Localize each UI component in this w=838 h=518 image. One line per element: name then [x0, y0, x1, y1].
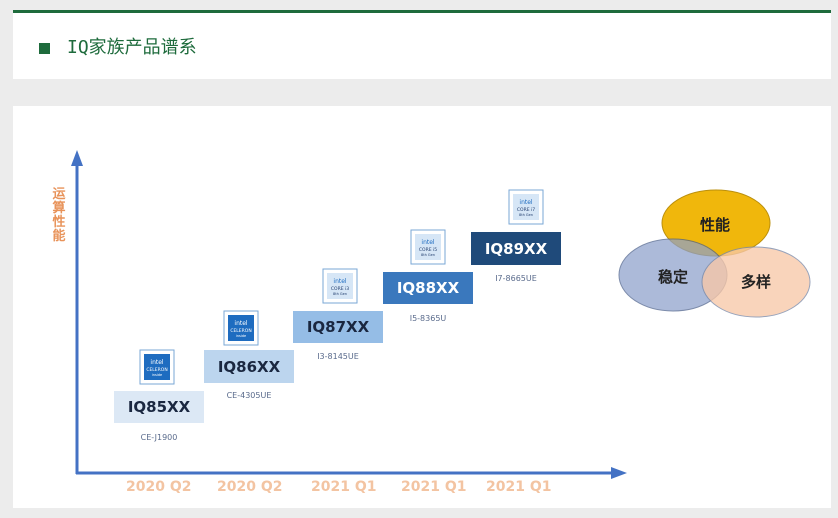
chip-text-1: intel [519, 199, 533, 206]
period-label: 2020 Q2 [217, 479, 283, 495]
chip-text-2: CELERON [146, 367, 167, 373]
product-name: IQ85XX [127, 398, 191, 416]
venn-label-left: 稳定 [658, 268, 689, 286]
product-box: IQ85XX [114, 391, 204, 423]
cpu-label: I3-8145UE [317, 352, 359, 361]
chip-text-2: CORE i5 [419, 247, 437, 253]
product-name: IQ89XX [484, 239, 548, 258]
period-label: 2020 Q2 [126, 479, 192, 495]
cpu-label: I5-8365U [409, 314, 447, 323]
product-name: IQ88XX [396, 279, 460, 297]
chip-text-2: CORE i3 [331, 286, 349, 292]
chip-text-2: CORE i7 [517, 207, 535, 213]
chip-text-1: intel [234, 320, 248, 327]
chip-text-3: inside [236, 334, 246, 338]
product-box: IQ88XX [383, 272, 473, 304]
cpu-label: I7-8665UE [495, 274, 537, 283]
cpu-label: CE-J1900 [140, 433, 178, 442]
chip-text-1: intel [333, 278, 347, 285]
cpu-label: CE-4305UE [226, 391, 272, 400]
product-box: IQ89XX [471, 232, 561, 265]
chip-text-1: intel [150, 359, 164, 366]
venn-label-right: 多样 [741, 273, 772, 291]
product-name: IQ87XX [306, 318, 370, 336]
chip-text-2: CELERON [230, 328, 251, 334]
product-name: IQ86XX [217, 357, 281, 376]
y-axis-label: 运算性能 [52, 187, 66, 244]
period-label: 2021 Q1 [486, 479, 552, 495]
product-box: IQ87XX [293, 311, 383, 343]
period-label: 2021 Q1 [401, 479, 467, 495]
bullet-square-icon [39, 43, 50, 54]
chip-text-3: 8th Gen [519, 213, 533, 217]
chip-text-3: 8th Gen [333, 292, 347, 296]
chip-text-3: inside [152, 373, 162, 377]
section-header: IQ家族产品谱系 [13, 10, 831, 79]
chip-text-3: 8th Gen [421, 253, 435, 257]
chip-text-1: intel [421, 239, 435, 246]
section-title: IQ家族产品谱系 [67, 37, 197, 58]
period-label: 2021 Q1 [311, 479, 377, 495]
venn-label-top: 性能 [700, 216, 731, 234]
product-box: IQ86XX [204, 350, 294, 383]
chart-panel [13, 106, 831, 508]
